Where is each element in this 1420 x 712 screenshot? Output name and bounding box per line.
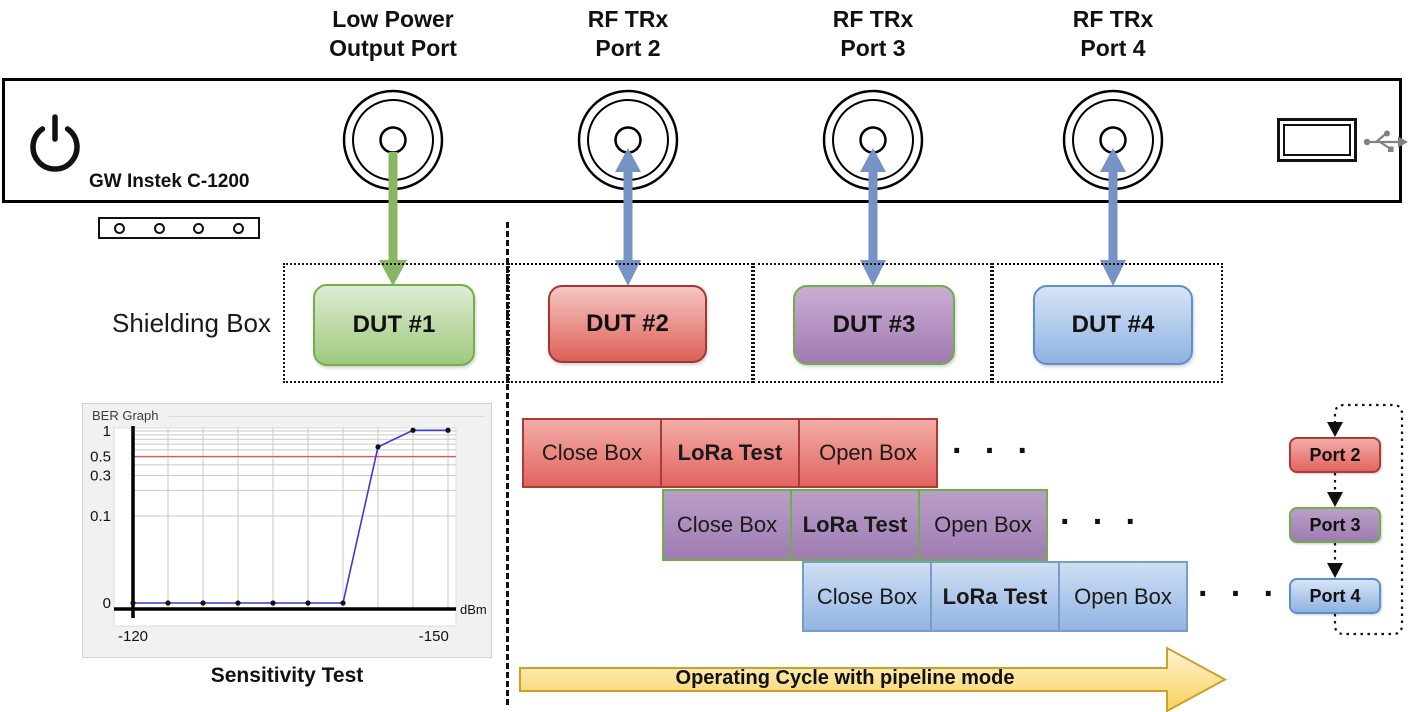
label-line: Low Power <box>332 6 454 32</box>
instrument-front-panel: GW Instek C-1200 <box>2 78 1402 239</box>
led-dot <box>153 222 165 234</box>
label-line: RF TRx <box>587 6 669 32</box>
svg-text:-150: -150 <box>419 628 449 645</box>
label-line: Port 3 <box>840 35 906 61</box>
pipeline-row-dut3: Close Box LoRa Test Open Box <box>662 489 1048 561</box>
ellipsis-dots: · · · <box>952 432 1035 470</box>
double-arrow-blue-icon <box>860 148 886 286</box>
device-name: GW Instek C-1200 <box>89 171 250 192</box>
led-dot <box>232 222 244 234</box>
groove-line <box>169 416 485 417</box>
loop-arrowhead-icon <box>1327 492 1343 507</box>
pipeline-cell-open-box: Open Box <box>918 489 1048 561</box>
led-dot <box>114 222 126 234</box>
label-line: RF TRx <box>1072 6 1154 32</box>
shielding-box-4 <box>992 263 1223 383</box>
usb-icon <box>1363 130 1408 152</box>
label-line: Output Port <box>329 35 457 61</box>
pipeline-row-dut2: Close Box LoRa Test Open Box <box>522 418 938 488</box>
sensitivity-test-caption: Sensitivity Test <box>210 664 364 687</box>
loop-arrowhead-icon <box>1327 563 1343 578</box>
svg-text:0.5: 0.5 <box>90 449 111 466</box>
svg-text:1: 1 <box>103 423 111 440</box>
usb-port <box>1277 118 1357 162</box>
dut-2-box: DUT #2 <box>548 285 707 363</box>
dut-4-box: DUT #4 <box>1033 285 1193 365</box>
port-dut-arrows <box>379 148 1126 286</box>
dashed-separator-line <box>506 222 509 705</box>
led-indicator-strip <box>98 217 260 239</box>
svg-text:dBm: dBm <box>460 602 487 617</box>
ellipsis-dots: · · · <box>1060 503 1143 541</box>
ellipsis-dots: · · · <box>1198 575 1281 613</box>
svg-text:0: 0 <box>103 595 111 612</box>
pipeline-row-dut4: Close Box LoRa Test Open Box <box>802 561 1188 632</box>
dut-3-box: DUT #3 <box>793 285 955 365</box>
operating-cycle-arrow <box>519 646 1228 712</box>
pipeline-cell-lora-test: LoRa Test <box>790 489 920 561</box>
cycle-port-3-box: Port 3 <box>1289 507 1381 543</box>
down-arrow-green-icon <box>379 152 407 286</box>
label-low-power-output-port: Low Power Output Port <box>283 5 503 63</box>
dut-1-box: DUT #1 <box>313 284 475 366</box>
pipeline-cell-lora-test: LoRa Test <box>930 561 1060 632</box>
svg-text:0.1: 0.1 <box>90 508 111 525</box>
led-dot <box>193 222 205 234</box>
label-rf-trx-port-2: RF TRx Port 2 <box>518 5 738 63</box>
pipeline-cell-close-box: Close Box <box>802 561 932 632</box>
operating-cycle-label: Operating Cycle with pipeline mode <box>675 667 1015 689</box>
ber-graph-title: BER Graph <box>92 408 159 423</box>
cycle-port-4-box: Port 4 <box>1289 578 1381 614</box>
pipeline-cell-close-box: Close Box <box>522 418 662 488</box>
label-line: Port 2 <box>595 35 661 61</box>
pipeline-cell-close-box: Close Box <box>662 489 792 561</box>
pipeline-cell-open-box: Open Box <box>1058 561 1188 632</box>
label-rf-trx-port-3: RF TRx Port 3 <box>763 5 983 63</box>
shielding-box-3 <box>753 263 992 383</box>
svg-text:-120: -120 <box>118 628 148 645</box>
double-arrow-blue-icon <box>615 148 641 286</box>
loop-arrowhead-icon <box>1327 422 1343 437</box>
shielding-box-1 <box>283 263 508 383</box>
ber-line-chart: 1 0.50.3 0.1 0 -120 -150 dBm <box>90 423 487 645</box>
cycle-port-2-box: Port 2 <box>1289 437 1381 473</box>
shielding-box-2 <box>508 263 753 383</box>
port-cycle-loop <box>1327 403 1404 636</box>
shielding-box-label: Shielding Box <box>112 308 271 338</box>
pipeline-cell-lora-test: LoRa Test <box>660 418 800 488</box>
usb-port-inner <box>1283 124 1351 156</box>
svg-text:0.3: 0.3 <box>90 467 111 484</box>
double-arrow-blue-icon <box>1100 148 1126 286</box>
rf-connector-port-2 <box>577 89 679 191</box>
label-line: Port 4 <box>1080 35 1146 61</box>
label-line: RF TRx <box>832 6 914 32</box>
pipeline-cell-open-box: Open Box <box>798 418 938 488</box>
power-icon <box>30 114 80 172</box>
label-rf-trx-port-4: RF TRx Port 4 <box>1003 5 1223 63</box>
